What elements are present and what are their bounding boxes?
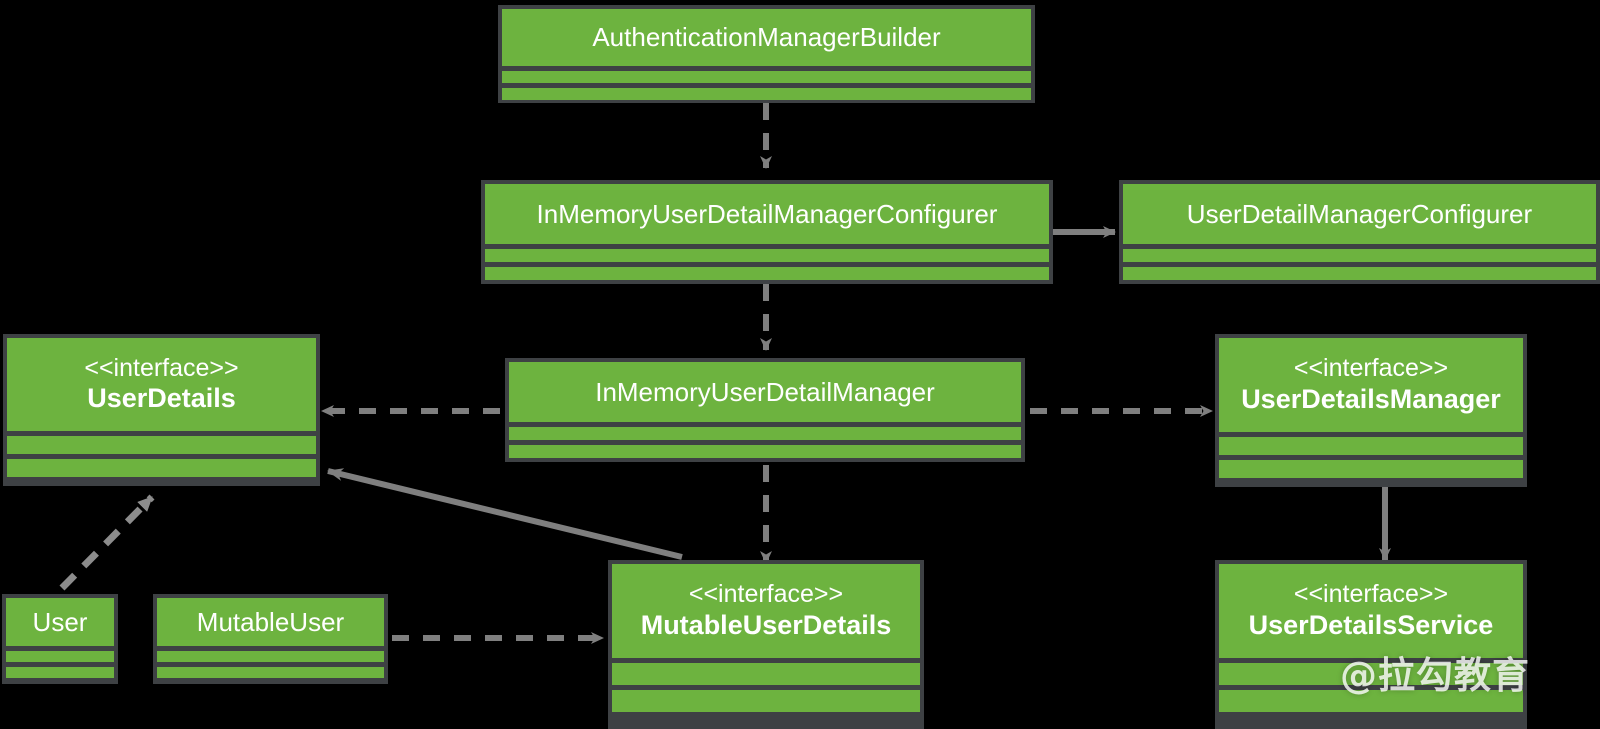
class-stereotype-label: <<interface>>	[84, 353, 239, 382]
class-box-user-details[interactable]: <<interface>> UserDetails	[3, 334, 320, 486]
class-title-mutable-user-details: <<interface>> MutableUserDetails	[612, 564, 920, 658]
class-attributes-compartment	[157, 651, 384, 662]
class-name-label: UserDetailsService	[1248, 609, 1494, 640]
class-attributes-compartment	[7, 436, 316, 454]
class-methods-compartment	[157, 667, 384, 678]
class-methods-compartment	[509, 445, 1021, 458]
class-attributes-compartment	[502, 71, 1031, 83]
class-name-label: UserDetailManagerConfigurer	[1186, 198, 1533, 229]
class-name-label: MutableUserDetails	[640, 609, 892, 640]
class-methods-compartment	[1219, 460, 1523, 478]
class-methods-compartment	[485, 267, 1049, 280]
class-attributes-compartment	[485, 249, 1049, 262]
class-attributes-compartment	[612, 663, 920, 685]
class-stereotype-label: <<interface>>	[688, 580, 844, 609]
class-attributes-compartment	[1219, 663, 1523, 685]
class-name-label: MutableUser	[196, 606, 345, 637]
class-title-in-memory-user-detail-manager-configurer: InMemoryUserDetailManagerConfigurer	[485, 184, 1049, 244]
class-methods-compartment	[612, 690, 920, 712]
class-name-label: UserDetailsManager	[1241, 383, 1501, 414]
class-title-authentication-manager-builder: AuthenticationManagerBuilder	[502, 9, 1031, 66]
class-methods-compartment	[6, 667, 114, 678]
edge-mutableuserdetails-to-userdetails	[327, 468, 683, 560]
watermark-label: @拉勾教育	[1340, 654, 1530, 697]
class-attributes-compartment	[1123, 249, 1596, 262]
class-stereotype-label: <<interface>>	[1293, 580, 1449, 609]
edge-user-to-userdetails	[59, 494, 155, 591]
class-name-label: InMemoryUserDetailManagerConfigurer	[536, 198, 998, 229]
class-box-user-details-service[interactable]: <<interface>> UserDetailsService	[1215, 560, 1527, 729]
class-methods-compartment	[1123, 267, 1596, 280]
class-box-authentication-manager-builder[interactable]: AuthenticationManagerBuilder	[498, 5, 1035, 103]
class-box-user[interactable]: User	[2, 594, 118, 684]
class-box-mutable-user[interactable]: MutableUser	[153, 594, 388, 684]
class-title-user: User	[6, 598, 114, 646]
class-title-mutable-user: MutableUser	[157, 598, 384, 646]
class-title-user-details-service: <<interface>> UserDetailsService	[1219, 564, 1523, 658]
class-attributes-compartment	[6, 651, 114, 662]
class-name-label: AuthenticationManagerBuilder	[592, 22, 941, 53]
class-title-user-details-manager: <<interface>> UserDetailsManager	[1219, 338, 1523, 432]
class-box-in-memory-user-detail-manager[interactable]: InMemoryUserDetailManager	[505, 358, 1025, 462]
class-box-user-details-manager[interactable]: <<interface>> UserDetailsManager	[1215, 334, 1527, 487]
class-stereotype-label: <<interface>>	[1293, 354, 1449, 383]
class-methods-compartment	[1219, 690, 1523, 712]
class-name-label: UserDetails	[87, 383, 236, 414]
class-box-in-memory-user-detail-manager-configurer[interactable]: InMemoryUserDetailManagerConfigurer	[481, 180, 1053, 284]
class-methods-compartment	[502, 88, 1031, 100]
class-box-mutable-user-details[interactable]: <<interface>> MutableUserDetails	[608, 560, 924, 729]
class-attributes-compartment	[509, 427, 1021, 440]
class-box-user-detail-manager-configurer[interactable]: UserDetailManagerConfigurer	[1119, 180, 1600, 284]
class-name-label: InMemoryUserDetailManager	[595, 376, 935, 407]
class-name-label: User	[32, 606, 88, 637]
class-attributes-compartment	[1219, 437, 1523, 455]
class-title-user-details: <<interface>> UserDetails	[7, 338, 316, 431]
class-methods-compartment	[7, 459, 316, 477]
class-title-in-memory-user-detail-manager: InMemoryUserDetailManager	[509, 362, 1021, 422]
class-title-user-detail-manager-configurer: UserDetailManagerConfigurer	[1123, 184, 1596, 244]
